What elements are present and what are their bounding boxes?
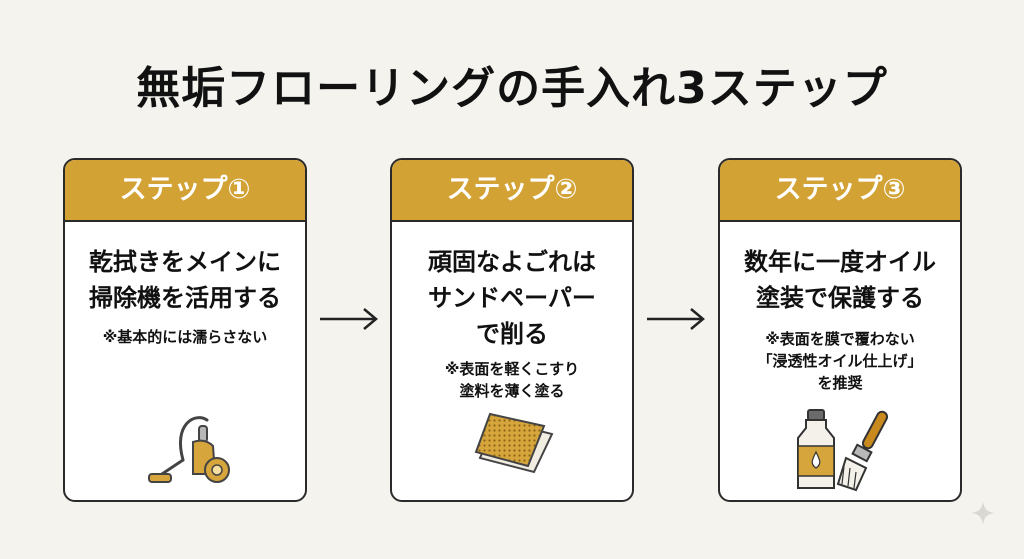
right-arrow-icon bbox=[320, 308, 378, 330]
step-card-2-note-line: ※表面を軽くこすり bbox=[444, 360, 580, 378]
step-card-3-header: ステップ③ bbox=[720, 160, 960, 222]
step-card-1-main-text: 乾拭きをメインに 掃除機を活用する bbox=[65, 244, 305, 316]
step-card-2-main-line: で削る bbox=[476, 320, 548, 348]
step-card-3-main-line: 数年に一度オイル bbox=[744, 248, 936, 276]
oil-bottle-and-brush-icon bbox=[797, 409, 889, 492]
step-card-3-note: ※表面を膜で覆わない 「浸透性オイル仕上げ」 を推奨 bbox=[720, 328, 960, 394]
step-card-2-main-line: サンドペーパー bbox=[428, 284, 596, 312]
step-card-1-main-line: 掃除機を活用する bbox=[89, 284, 281, 312]
step-card-3-main-text: 数年に一度オイル 塗装で保護する bbox=[720, 244, 960, 316]
step-card-1-note-line: ※基本的には濡らさない bbox=[102, 328, 268, 346]
step-card-2-main-text: 頑固なよごれは サンドペーパー で削る bbox=[392, 244, 632, 352]
page-title: 無垢フローリングの手入れ3ステップ bbox=[136, 63, 888, 114]
step-card-3-note-line: ※表面を膜で覆わない bbox=[765, 330, 915, 348]
step-card-2-header: ステップ② bbox=[392, 160, 632, 222]
vacuum-cleaner-icon bbox=[148, 416, 230, 483]
step-card-1: ステップ① 乾拭きをメインに 掃除機を活用する ※基本的には濡らさない bbox=[63, 158, 307, 502]
step-card-1-header: ステップ① bbox=[65, 160, 305, 222]
sandpaper-icon bbox=[474, 412, 554, 474]
right-arrow-icon bbox=[647, 308, 705, 330]
step-card-2-note-line: 塗料を薄く塗る bbox=[459, 382, 565, 400]
step-card-3-note-line: を推奨 bbox=[817, 374, 863, 392]
step-card-1-main-line: 乾拭きをメインに bbox=[89, 248, 281, 276]
step-card-2-main-line: 頑固なよごれは bbox=[428, 248, 596, 276]
step-card-2: ステップ② 頑固なよごれは サンドペーパー で削る ※表面を軽くこすり 塗料を薄… bbox=[390, 158, 634, 502]
sparkle-icon bbox=[971, 501, 995, 525]
step-card-2-note: ※表面を軽くこすり 塗料を薄く塗る bbox=[392, 358, 632, 402]
step-card-3: ステップ③ 数年に一度オイル 塗装で保護する ※表面を膜で覆わない 「浸透性オイ… bbox=[718, 158, 962, 502]
step-card-3-note-line: 「浸透性オイル仕上げ」 bbox=[757, 352, 923, 370]
step-card-1-note: ※基本的には濡らさない bbox=[65, 326, 305, 348]
step-card-3-main-line: 塗装で保護する bbox=[756, 284, 924, 312]
